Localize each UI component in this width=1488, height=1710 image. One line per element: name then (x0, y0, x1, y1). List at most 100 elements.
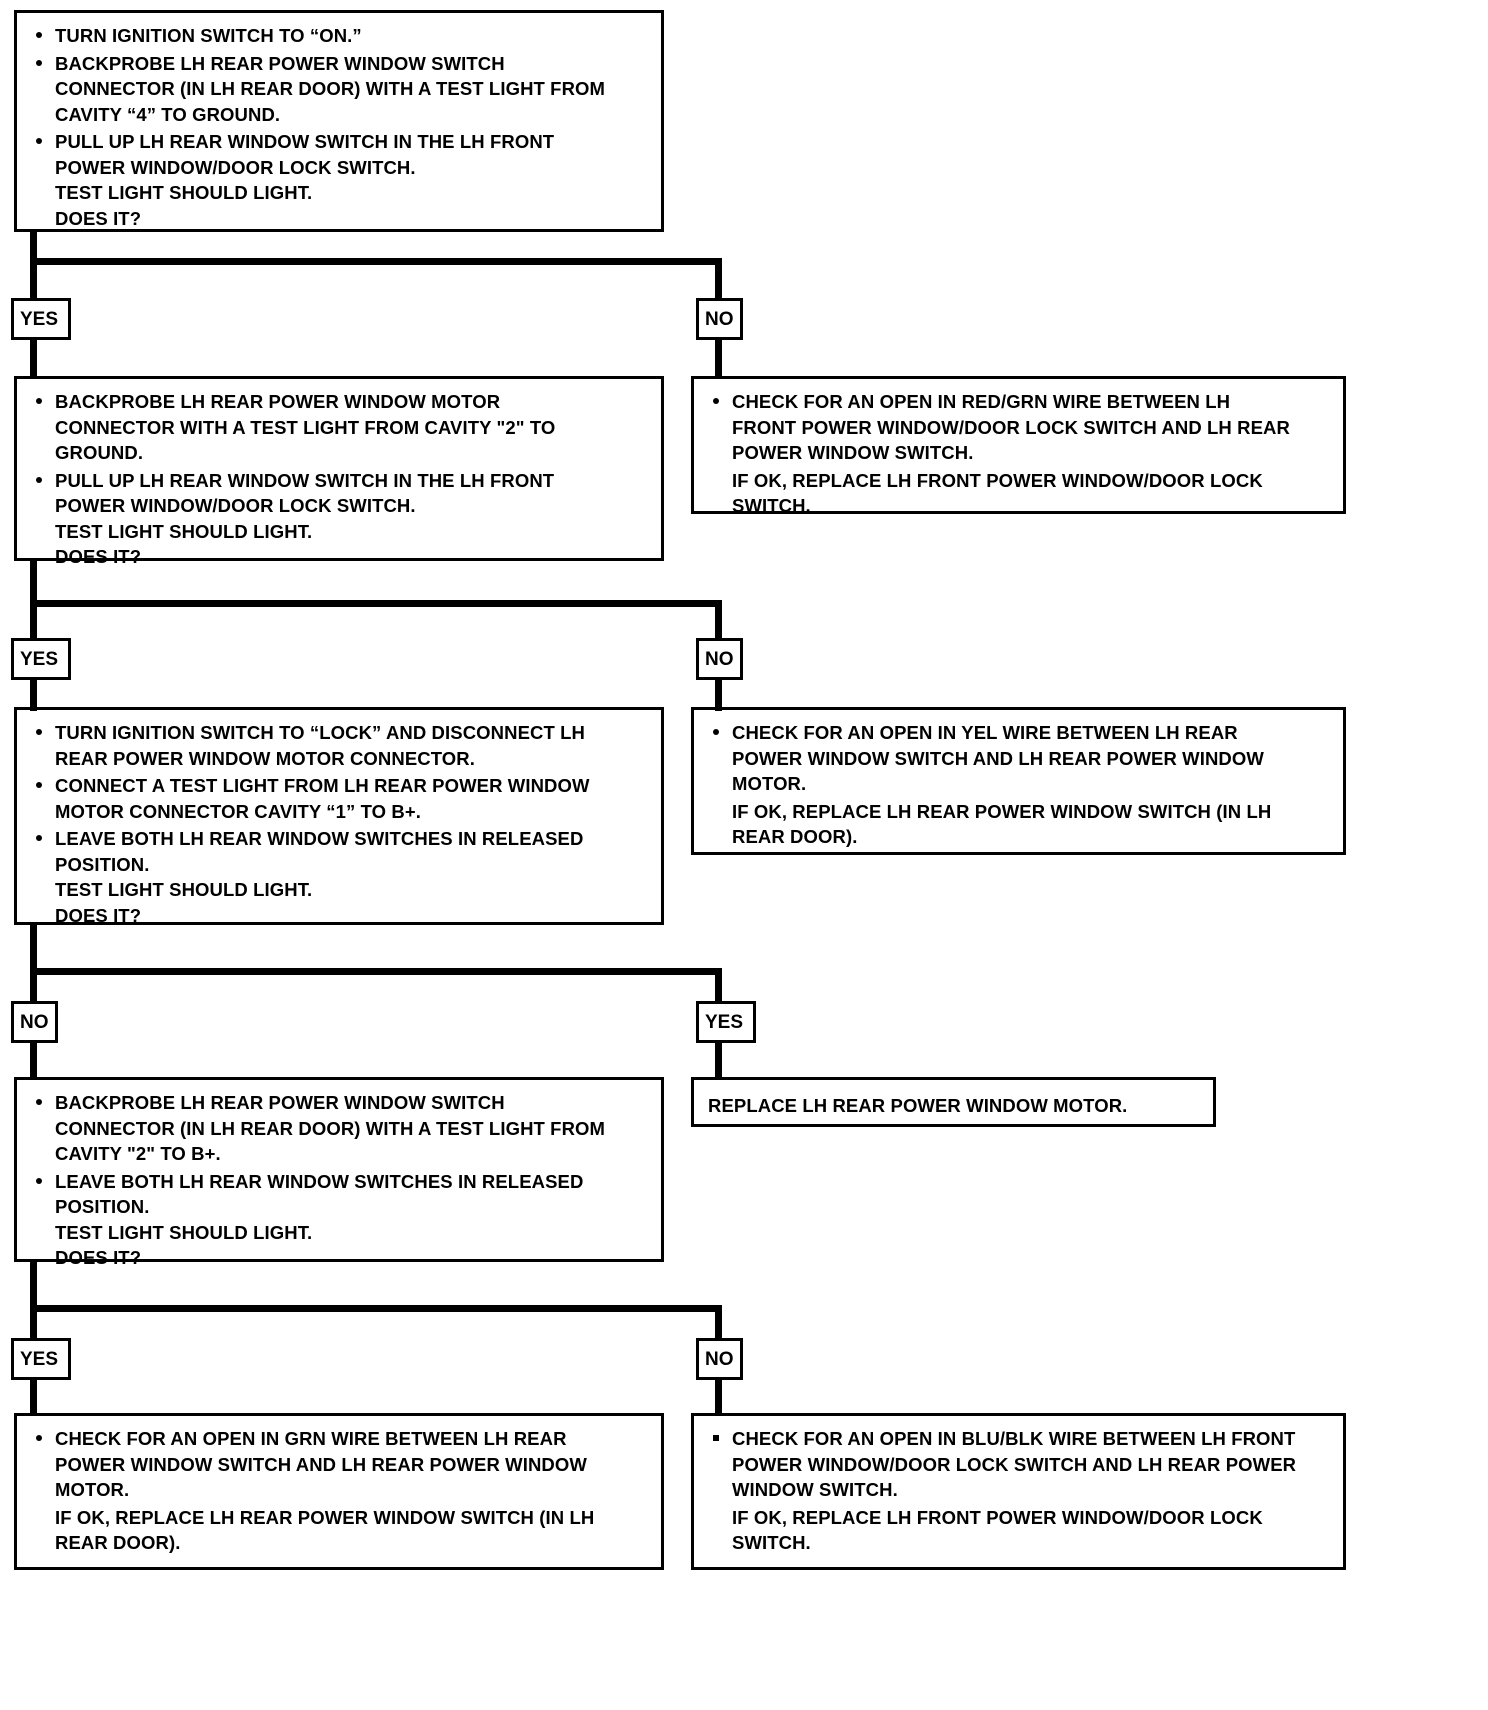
connector-vertical (715, 258, 722, 300)
step-line: CONNECTOR WITH A TEST LIGHT FROM CAVITY … (55, 416, 556, 438)
connector-vertical (30, 678, 37, 711)
bullet-icon (36, 1099, 42, 1105)
step-line: TEST LIGHT SHOULD LIGHT. (55, 879, 313, 900)
step-line: IF OK, REPLACE LH REAR POWER WINDOW SWIT… (55, 1506, 595, 1528)
bullet-icon (36, 476, 42, 483)
list-item: BACKPROBE LH REAR POWER WINDOW SWITCH CO… (27, 1090, 653, 1167)
branch-label: YES (20, 1348, 59, 1370)
list-item: CHECK FOR AN OPEN IN RED/GRN WIRE BETWEE… (704, 389, 1335, 466)
step-line: LEAVE BOTH LH REAR WINDOW SWITCHES IN RE… (55, 1170, 584, 1192)
connector-horizontal (30, 600, 722, 607)
step-line: TEST LIGHT SHOULD LIGHT. (55, 1221, 313, 1243)
connector-vertical (30, 561, 37, 607)
step-line: MOTOR CONNECTOR CAVITY “1” TO B+. (55, 800, 421, 822)
connector-vertical (30, 968, 37, 1003)
connector-horizontal (30, 1305, 722, 1312)
bullet-icon (36, 835, 42, 841)
list-item: LEAVE BOTH LH REAR WINDOW SWITCHES IN RE… (27, 826, 653, 928)
list-item: IF OK, REPLACE LH FRONT POWER WINDOW/DOO… (704, 468, 1335, 519)
step-item-list: BACKPROBE LH REAR POWER WINDOW SWITCH CO… (27, 1090, 653, 1271)
step-line: FRONT POWER WINDOW/DOOR LOCK SWITCH AND … (732, 416, 1290, 438)
step-line: POWER WINDOW/DOOR LOCK SWITCH AND LH REA… (732, 1453, 1297, 1475)
connector-vertical (30, 1262, 37, 1312)
list-item: PULL UP LH REAR WINDOW SWITCH IN THE LH … (27, 129, 653, 231)
list-item: PULL UP LH REAR WINDOW SWITCH IN THE LH … (27, 468, 653, 570)
connector-vertical (715, 1378, 722, 1415)
step-line: IF OK, REPLACE LH FRONT POWER WINDOW/DOO… (732, 469, 1263, 491)
step-line: TURN IGNITION SWITCH TO “LOCK” AND DISCO… (55, 722, 585, 743)
branch-tag-no: NO (696, 638, 743, 680)
step-item-list: TURN IGNITION SWITCH TO “ON.” BACKPROBE … (27, 23, 653, 231)
step-line: POSITION. (55, 1196, 150, 1217)
branch-tag-no: NO (696, 298, 743, 340)
step-box-ignition-on-backprobe-switch-cavity-4: TURN IGNITION SWITCH TO “ON.” BACKPROBE … (14, 10, 664, 232)
step-line: CONNECTOR (IN LH REAR DOOR) WITH A TEST … (55, 78, 606, 99)
branch-tag-no: NO (11, 1001, 58, 1043)
list-item: BACKPROBE LH REAR POWER WINDOW MOTOR CON… (27, 389, 653, 466)
branch-label: YES (705, 1011, 744, 1033)
branch-label: NO (20, 1011, 49, 1033)
step-line: TEST LIGHT SHOULD LIGHT. (55, 520, 313, 542)
step-box-check-open-blu-blk-wire: CHECK FOR AN OPEN IN BLU/BLK WIRE BETWEE… (691, 1413, 1346, 1570)
step-line: REPLACE LH REAR POWER WINDOW MOTOR. (708, 1095, 1128, 1116)
list-item: CONNECT A TEST LIGHT FROM LH REAR POWER … (27, 773, 653, 824)
step-line: DOES IT? (55, 904, 142, 926)
step-line: DOES IT? (55, 1247, 142, 1268)
step-line: POSITION. (55, 853, 150, 875)
step-box-check-open-grn-wire: CHECK FOR AN OPEN IN GRN WIRE BETWEEN LH… (14, 1413, 664, 1570)
step-line: IF OK, REPLACE LH REAR POWER WINDOW SWIT… (732, 800, 1272, 822)
connector-vertical (715, 338, 722, 378)
step-box-replace-rear-power-window-motor: REPLACE LH REAR POWER WINDOW MOTOR. (691, 1077, 1216, 1127)
list-item: CHECK FOR AN OPEN IN YEL WIRE BETWEEN LH… (704, 720, 1335, 797)
step-line: CHECK FOR AN OPEN IN RED/GRN WIRE BETWEE… (732, 391, 1231, 412)
connector-vertical (30, 1305, 37, 1340)
connector-vertical (30, 258, 37, 300)
step-line: BACKPROBE LH REAR POWER WINDOW SWITCH (55, 1092, 505, 1113)
step-box-ignition-lock-disconnect-motor-connector: TURN IGNITION SWITCH TO “LOCK” AND DISCO… (14, 707, 664, 928)
step-line: CONNECT A TEST LIGHT FROM LH REAR POWER … (55, 775, 590, 796)
step-line: BACKPROBE LH REAR POWER WINDOW SWITCH (55, 52, 505, 74)
step-line: REAR DOOR). (55, 1532, 181, 1553)
step-line: PULL UP LH REAR WINDOW SWITCH IN THE LH … (55, 469, 555, 491)
step-line: CHECK FOR AN OPEN IN YEL WIRE BETWEEN LH… (732, 722, 1238, 743)
connector-vertical (30, 925, 37, 975)
step-line: POWER WINDOW SWITCH. (732, 442, 974, 463)
step-line: POWER WINDOW/DOOR LOCK SWITCH. (55, 495, 416, 516)
branch-label: NO (705, 648, 734, 670)
branch-label: YES (20, 648, 59, 670)
branch-tag-yes: YES (11, 1338, 71, 1380)
list-item: IF OK, REPLACE LH REAR POWER WINDOW SWIT… (704, 799, 1335, 850)
step-line: REAR POWER WINDOW MOTOR CONNECTOR. (55, 747, 475, 769)
bullet-icon (36, 32, 42, 38)
bullet-icon (36, 782, 42, 788)
step-line: GROUND. (55, 442, 144, 463)
connector-vertical (30, 338, 37, 378)
step-line: MOTOR. (55, 1479, 130, 1500)
step-item-list: CHECK FOR AN OPEN IN GRN WIRE BETWEEN LH… (27, 1426, 653, 1556)
step-line: DOES IT? (55, 546, 142, 567)
step-line: WINDOW SWITCH. (732, 1479, 898, 1500)
step-line: POWER WINDOW SWITCH AND LH REAR POWER WI… (732, 747, 1264, 769)
step-item-list: TURN IGNITION SWITCH TO “LOCK” AND DISCO… (27, 720, 653, 928)
step-line: TURN IGNITION SWITCH TO “ON.” (55, 25, 362, 46)
connector-vertical (30, 1041, 37, 1079)
step-item-list: CHECK FOR AN OPEN IN BLU/BLK WIRE BETWEE… (704, 1426, 1335, 1556)
step-box-check-open-red-grn-wire: CHECK FOR AN OPEN IN RED/GRN WIRE BETWEE… (691, 376, 1346, 516)
step-item-list: CHECK FOR AN OPEN IN YEL WIRE BETWEEN LH… (704, 720, 1335, 850)
list-item: BACKPROBE LH REAR POWER WINDOW SWITCH CO… (27, 51, 653, 128)
step-box-backprobe-motor-cavity-2-ground: BACKPROBE LH REAR POWER WINDOW MOTOR CON… (14, 376, 664, 567)
step-line: POWER WINDOW/DOOR LOCK SWITCH. (55, 156, 416, 178)
branch-label: NO (705, 1348, 734, 1370)
connector-vertical (30, 1378, 37, 1415)
connector-vertical (715, 600, 722, 640)
step-line: CHECK FOR AN OPEN IN GRN WIRE BETWEEN LH… (55, 1428, 567, 1449)
step-line: BACKPROBE LH REAR POWER WINDOW MOTOR (55, 391, 501, 412)
branch-tag-no: NO (696, 1338, 743, 1380)
step-line: CONNECTOR (IN LH REAR DOOR) WITH A TEST … (55, 1117, 606, 1139)
bullet-icon (713, 729, 719, 735)
bullet-icon (36, 59, 42, 66)
list-item: TURN IGNITION SWITCH TO “LOCK” AND DISCO… (27, 720, 653, 771)
step-line: TEST LIGHT SHOULD LIGHT. (55, 182, 313, 203)
bullet-icon (36, 138, 42, 144)
list-item: TURN IGNITION SWITCH TO “ON.” (27, 23, 653, 49)
